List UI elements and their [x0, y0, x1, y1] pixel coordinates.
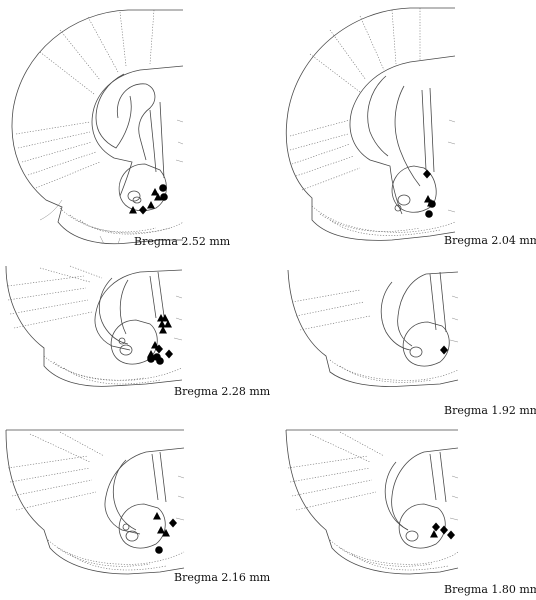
circle-marker: [160, 193, 168, 201]
triangle-marker: [164, 320, 172, 328]
marker-group: [153, 512, 177, 554]
marker-group: [430, 522, 455, 540]
diamond-marker: [423, 169, 431, 179]
panel-caption: Bregma 2.04 mm: [444, 234, 536, 247]
brain-section-outline: [285, 429, 459, 575]
triangle-marker: [151, 188, 159, 196]
triangle-marker: [161, 314, 169, 322]
triangle-marker: [162, 529, 170, 537]
circle-marker: [147, 355, 155, 363]
marker-group: [129, 184, 168, 215]
triangle-marker: [430, 530, 438, 538]
panel-caption: Bregma 2.16 mm: [174, 571, 271, 584]
marker-group: [147, 314, 173, 365]
brain-section-outline: [287, 269, 459, 387]
brain-section-outline: [5, 265, 183, 387]
brain-section-outline: [5, 429, 185, 575]
triangle-marker: [153, 512, 161, 520]
triangle-marker: [147, 201, 155, 209]
circle-marker: [159, 184, 167, 192]
panel-caption: Bregma 1.92 mm: [444, 404, 536, 417]
diamond-marker: [447, 530, 455, 540]
circle-marker: [425, 210, 433, 218]
panel-bregma-2-52: Bregma 2.52 mm: [11, 9, 231, 248]
panel-caption: Bregma 2.52 mm: [134, 235, 231, 248]
brain-section-outline: [11, 9, 184, 245]
circle-marker: [155, 546, 163, 554]
diamond-marker: [139, 205, 147, 215]
panel-bregma-2-28: Bregma 2.28 mm: [5, 265, 271, 398]
triangle-marker: [147, 350, 155, 358]
triangle-marker: [424, 195, 432, 203]
panel-bregma-1-80: Bregma 1.80 mm: [285, 429, 536, 596]
triangle-marker: [129, 206, 137, 214]
triangle-marker: [154, 193, 162, 201]
diamond-marker: [165, 349, 173, 359]
triangle-marker: [158, 320, 166, 328]
panel-caption: Bregma 2.28 mm: [174, 385, 271, 398]
triangle-marker: [151, 341, 159, 349]
diamond-marker: [440, 345, 448, 355]
diamond-marker: [440, 525, 448, 535]
circle-marker: [428, 200, 436, 208]
circle-marker: [156, 357, 164, 365]
panel-bregma-2-04: Bregma 2.04 mm: [285, 7, 536, 247]
diamond-marker: [155, 344, 163, 354]
marker-group: [423, 169, 436, 218]
brain-section-outline: [285, 7, 456, 241]
marker-group: [440, 345, 448, 355]
panel-caption: Bregma 1.80 mm: [444, 583, 536, 596]
triangle-marker: [157, 526, 165, 534]
diamond-marker: [169, 518, 177, 528]
diamond-marker: [432, 522, 440, 532]
triangle-marker: [159, 326, 167, 334]
panel-bregma-1-92: Bregma 1.92 mm: [287, 269, 536, 417]
panel-bregma-2-16: Bregma 2.16 mm: [5, 429, 271, 584]
